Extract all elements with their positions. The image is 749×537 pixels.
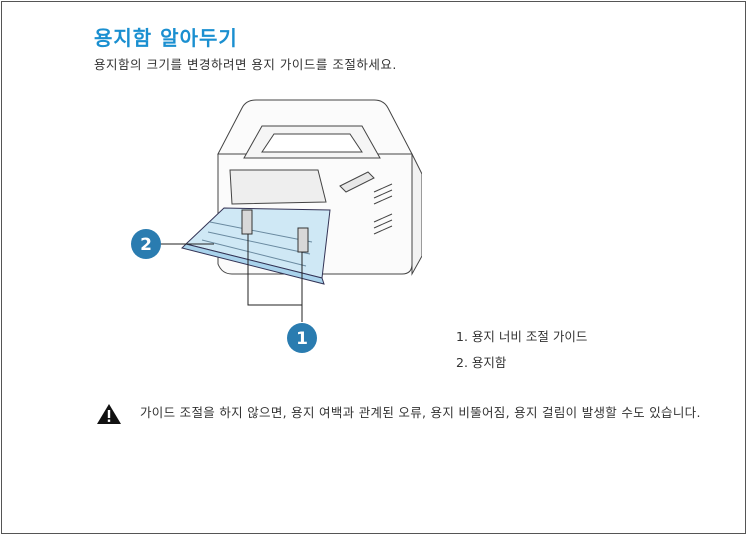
callout-1-label: 1	[296, 329, 308, 349]
legend-item: 1. 용지 너비 조절 가이드	[456, 329, 588, 344]
callout-2-label: 2	[140, 235, 152, 255]
warning-triangle-icon	[97, 404, 121, 424]
section-heading: 용지함 알아두기	[94, 26, 238, 50]
callout-2: 2	[131, 229, 161, 259]
callout-1: 1	[287, 323, 317, 353]
legend-list: 1. 용지 너비 조절 가이드 2. 용지함	[456, 326, 587, 378]
warning-text: 가이드 조절을 하지 않으면, 용지 여백과 관계된 오류, 용지 비뚤어짐, …	[140, 405, 701, 420]
intro-text: 용지함의 크기를 변경하려면 용지 가이드를 조절하세요.	[94, 57, 397, 72]
printer-illustration: 1 2	[131, 99, 422, 353]
legend-item: 2. 용지함	[456, 355, 507, 370]
